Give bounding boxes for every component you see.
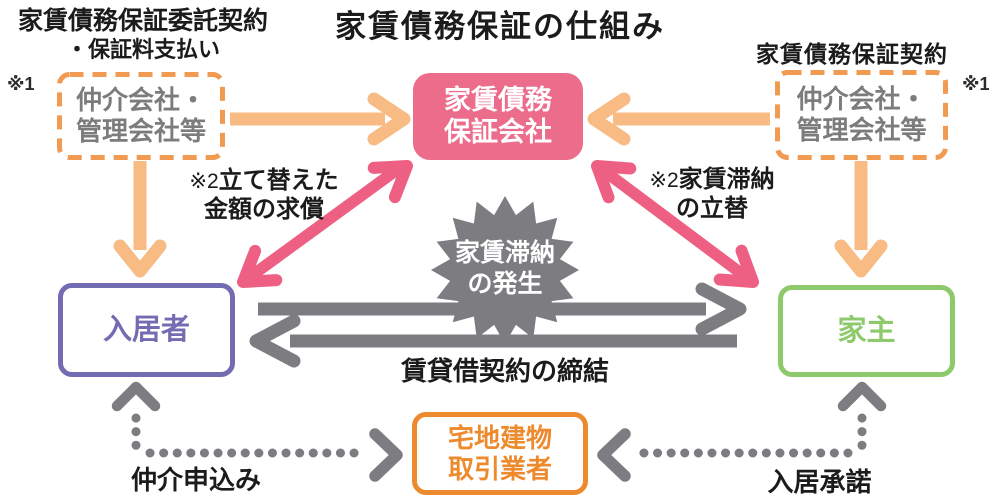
right-agent-label-line2: 管理会社等 — [796, 115, 927, 145]
reimbursement-note: ※2 — [189, 170, 219, 193]
tenant-box: 入居者 — [58, 283, 235, 377]
advance-line2: の立替 — [676, 194, 748, 222]
advance-note: ※2 — [649, 169, 679, 192]
burst-line2: の発生 — [467, 269, 543, 298]
left-agent-label-line2: 管理会社等 — [75, 116, 206, 146]
left-agent-box: 仲介会社・ 管理会社等 — [57, 72, 225, 160]
advance-line1: 家賃滞納 — [678, 166, 775, 193]
arrow-right-agent-to-guarantor — [587, 92, 770, 146]
left-agent-note: ※1 — [7, 74, 35, 94]
dotted-path-tenant-realtor — [111, 381, 403, 482]
guarantor-label-line1: 家賃債務 — [444, 84, 552, 115]
tenant-label: 入居者 — [102, 313, 190, 346]
reimbursement-line2: 金額の求償 — [204, 195, 324, 223]
apply-label: 仲介申込み — [130, 465, 261, 495]
right-agent-box-border — [775, 70, 948, 160]
arrow-tenant-guarantor-reimbursement — [237, 160, 413, 288]
arrow-landlord-to-tenant — [249, 314, 737, 368]
lease-label: 賃貸借契約の締結 — [400, 356, 609, 386]
left-agent-label-line1: 仲介会社・ — [75, 85, 206, 116]
left-agent-box-border — [57, 72, 225, 160]
consent-label: 入居承諾 — [767, 467, 872, 497]
arrow-left-agent-to-tenant — [113, 161, 167, 278]
dotted-path-landlord-realtor — [597, 381, 887, 482]
right-agent-note: ※1 — [962, 74, 990, 94]
left-agent-caption: 家賃債務保証委託契約 ・保証料支払い — [3, 6, 283, 63]
realtor-box: 宅地建物 取引業者 — [412, 412, 588, 495]
right-agent-caption: 家賃債務保証契約 — [756, 41, 948, 67]
guarantor-box: 家賃債務 保証会社 — [413, 73, 583, 160]
rent-arrears-burst-label: 家賃滞納 の発生 — [425, 238, 585, 299]
right-agent-box: 仲介会社・ 管理会社等 — [775, 70, 948, 160]
guarantor-label-line2: 保証会社 — [444, 116, 552, 147]
reimbursement-line1: 立て替えた — [218, 167, 339, 194]
reimbursement-label: ※2立て替えた 金額の求償 — [178, 167, 350, 225]
advance-label: ※2家賃滞納 の立替 — [628, 166, 796, 224]
rent-arrears-burst — [431, 196, 579, 344]
arrow-left-agent-to-guarantor — [230, 92, 411, 146]
arrow-landlord-guarantor-advance — [591, 160, 759, 288]
landlord-box: 家主 — [778, 285, 955, 377]
right-agent-label-line1: 仲介会社・ — [796, 84, 927, 115]
realtor-label-line1: 宅地建物 — [447, 422, 552, 453]
landlord-label: 家主 — [837, 314, 896, 347]
left-agent-caption-line1: 家賃債務保証委託契約 — [17, 7, 268, 35]
left-agent-caption-line2: ・保証料支払い — [65, 36, 220, 62]
burst-line1: 家賃滞納 — [454, 239, 555, 267]
page-title: 家賃債務保証の仕組み — [335, 9, 665, 44]
arrow-right-agent-to-landlord — [834, 161, 888, 278]
realtor-label-line2: 取引業者 — [447, 453, 552, 484]
